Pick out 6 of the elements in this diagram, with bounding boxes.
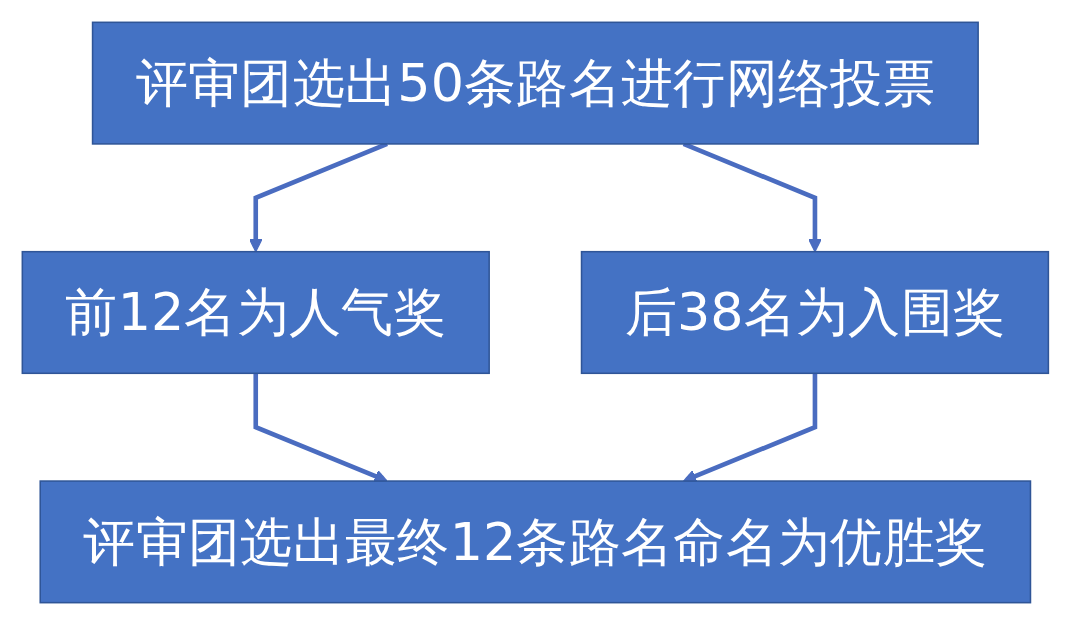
node-box: 前12名为人气奖	[21, 250, 491, 375]
node-box: 评审团选出50条路名进行网络投票	[91, 21, 980, 145]
node-box: 评审团选出最终12条路名命名为优胜奖	[39, 480, 1032, 604]
arrow	[683, 373, 818, 483]
node-box: 后38名为入围奖	[580, 250, 1050, 375]
arrow	[253, 373, 388, 483]
